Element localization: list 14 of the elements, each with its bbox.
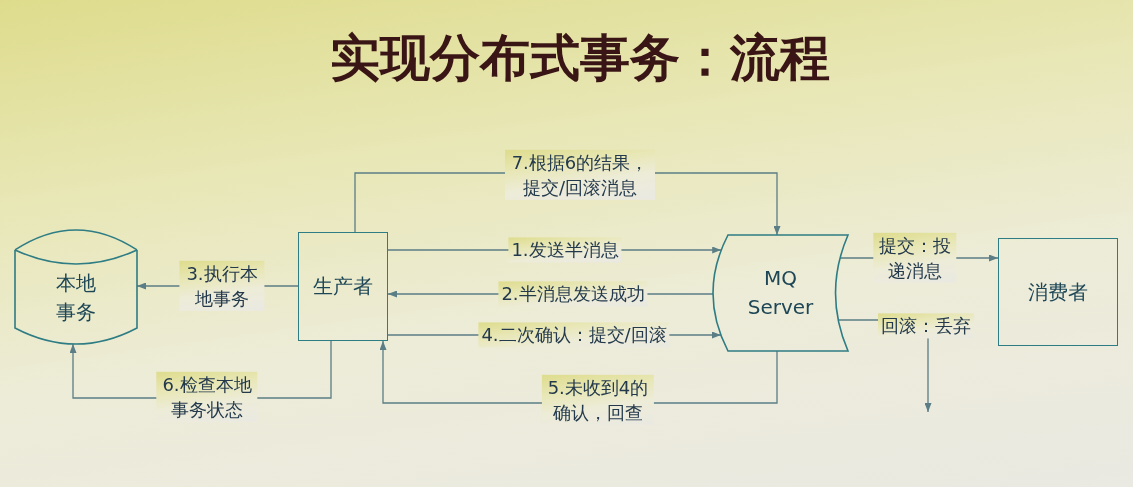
title: 实现分布式事务：流程: [329, 28, 831, 88]
process-box: 消费者: [998, 238, 1118, 346]
edge-label: 3.执行本地事务: [179, 260, 265, 312]
edge-label: 回滚：丢弃: [878, 313, 974, 339]
edge-label: 6.检查本地事务状态: [156, 371, 258, 423]
edge-label: 7.根据6的结果，提交/回滚消息: [505, 149, 655, 201]
edge-label: 1.发送半消息: [508, 237, 622, 263]
edge-label: 5.未收到4的确认，回查: [541, 374, 655, 426]
process-box: 生产者: [298, 232, 388, 341]
database-cylinder: 本地事务: [15, 228, 137, 346]
edge-label: 提交：投递消息: [873, 232, 957, 284]
edge-label: 4.二次确认：提交/回滚: [478, 322, 670, 348]
edge-label: 2.半消息发送成功: [498, 281, 648, 307]
stored-data-shape: MQ Server: [713, 235, 848, 351]
